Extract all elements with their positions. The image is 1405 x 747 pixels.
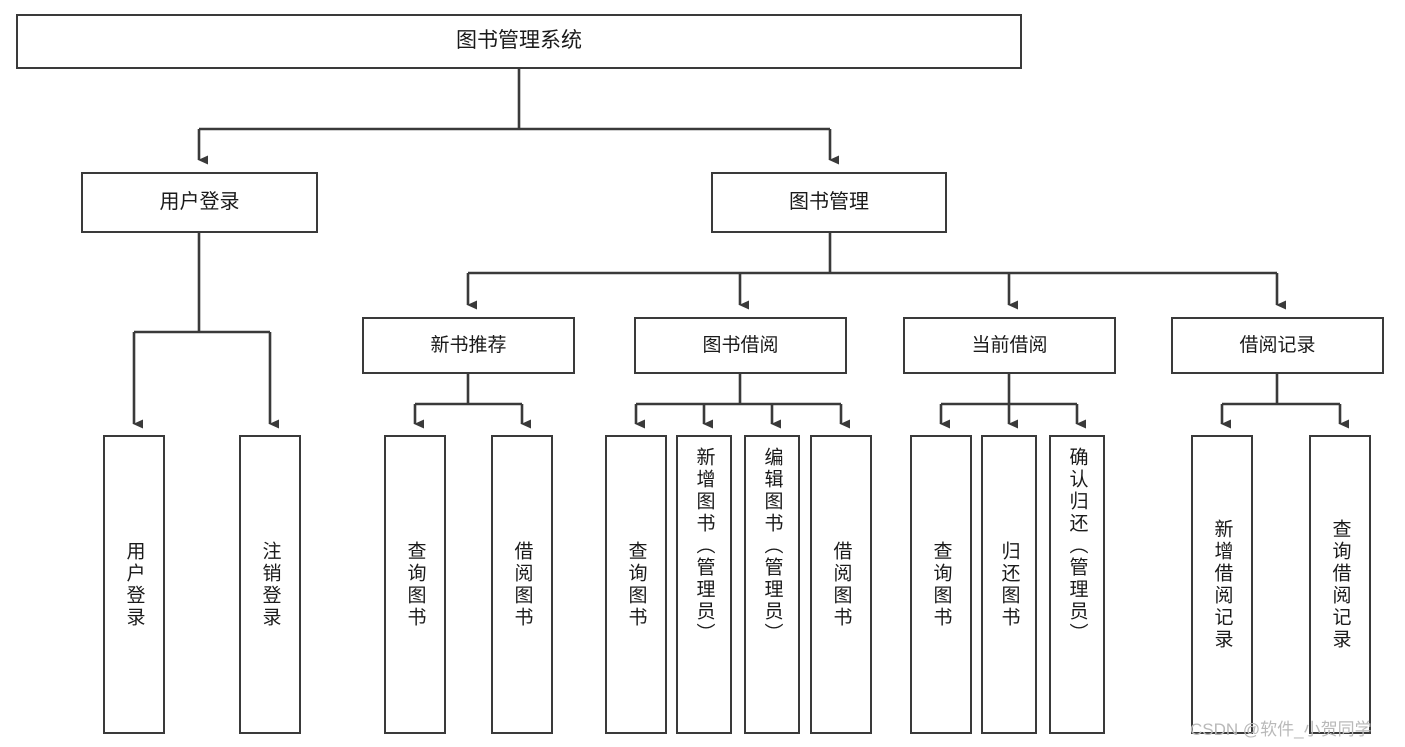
node-label: 当前借阅 [971,334,1048,356]
leaf-label: 查询图书 [404,540,426,629]
leaf-label: 编辑图书（管理员） [761,447,783,645]
leaf-logout[interactable]: 注销登录 [239,435,301,734]
leaf-label: 查询图书 [930,540,952,629]
leaf-query-borrow-record[interactable]: 查询借阅记录 [1309,435,1371,734]
leaf-return-book[interactable]: 归还图书 [981,435,1037,734]
leaf-label: 注销登录 [259,540,281,629]
node-label: 借阅记录 [1239,334,1316,356]
node-label: 新书推荐 [430,334,507,356]
leaf-label: 确认归还（管理员） [1066,447,1088,645]
node-label: 图书管理 [789,191,869,213]
leaf-query-book-current[interactable]: 查询图书 [910,435,972,734]
node-book-management[interactable]: 图书管理 [711,172,947,233]
leaf-edit-book-admin[interactable]: 编辑图书（管理员） [744,435,800,734]
leaf-label: 借阅图书 [511,540,533,629]
node-root[interactable]: 图书管理系统 [16,14,1022,69]
leaf-label: 新增图书（管理员） [693,447,715,645]
watermark: CSDN @软件_小贺同学 [1190,720,1372,739]
leaf-label: 借阅图书 [830,540,852,629]
leaf-query-book-recommend[interactable]: 查询图书 [384,435,446,734]
node-current-borrow[interactable]: 当前借阅 [903,317,1116,374]
node-new-book-recommend[interactable]: 新书推荐 [362,317,575,374]
node-user-login[interactable]: 用户登录 [81,172,318,233]
leaf-label: 查询借阅记录 [1329,518,1351,651]
leaf-user-login[interactable]: 用户登录 [103,435,165,734]
leaf-label: 新增借阅记录 [1211,518,1233,651]
node-borrow-record[interactable]: 借阅记录 [1171,317,1384,374]
leaf-query-book-borrow[interactable]: 查询图书 [605,435,667,734]
leaf-label: 查询图书 [625,540,647,629]
leaf-add-borrow-record[interactable]: 新增借阅记录 [1191,435,1253,734]
leaf-label: 归还图书 [998,540,1020,629]
leaf-confirm-return-admin[interactable]: 确认归还（管理员） [1049,435,1105,734]
leaf-add-book-admin[interactable]: 新增图书（管理员） [676,435,732,734]
leaf-borrow-book-recommend[interactable]: 借阅图书 [491,435,553,734]
node-label: 图书管理系统 [456,29,582,53]
leaf-label: 用户登录 [123,540,145,629]
node-label: 图书借阅 [702,334,779,356]
node-book-borrow[interactable]: 图书借阅 [634,317,847,374]
leaf-borrow-book-borrow[interactable]: 借阅图书 [810,435,872,734]
node-label: 用户登录 [159,191,240,213]
